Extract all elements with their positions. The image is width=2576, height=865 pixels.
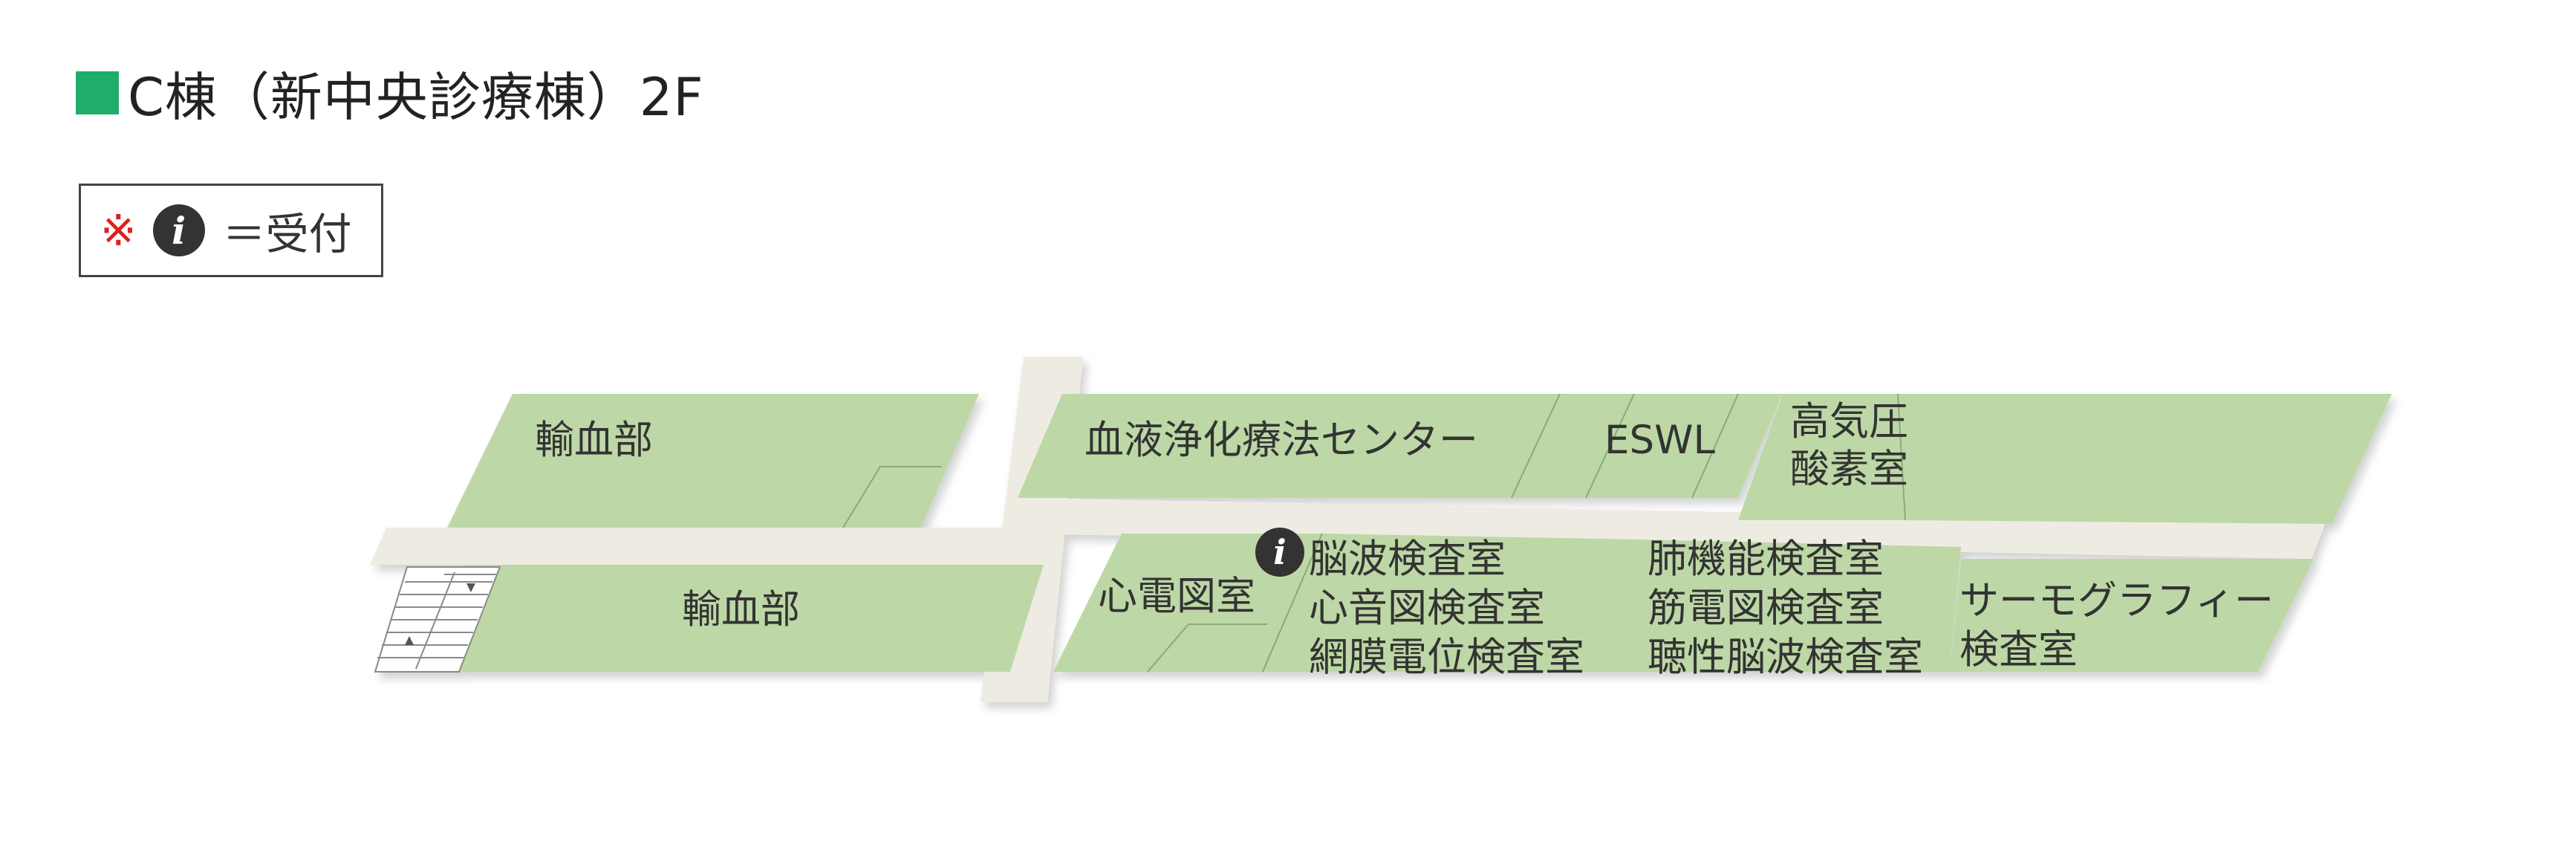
divider-transfusion-annex	[842, 466, 942, 528]
reception-info-icon[interactable]: i	[1255, 528, 1304, 577]
divider-hyperbaric-end	[1897, 393, 1906, 521]
divider-eswl-inner	[1585, 393, 1635, 499]
corridor-horizontal-right	[1022, 498, 2325, 559]
room-upper-right-end[interactable]	[1898, 394, 2392, 524]
page-title: C棟（新中央診療棟）2F	[76, 59, 704, 128]
label-physiology-b-line: 筋電図検査室	[1648, 586, 1884, 631]
room-physiology-b[interactable]	[1619, 540, 1961, 672]
label-ecg: 心電図室	[1098, 574, 1255, 619]
title-square-icon	[76, 71, 119, 114]
room-transfusion-lower[interactable]	[453, 565, 1044, 672]
divider-dialysis-eswl	[1511, 393, 1561, 499]
label-transfusion-lower: 輸血部	[682, 587, 800, 632]
divider-ecg-physiology	[1262, 533, 1323, 673]
room-thermography[interactable]	[1950, 559, 2314, 672]
info-icon: i	[152, 204, 205, 256]
room-eswl[interactable]	[1512, 394, 1783, 498]
label-hyperbaric-line: 高気圧	[1790, 399, 1908, 444]
divider-ecg-inner	[1147, 623, 1267, 673]
label-hyperbaric-line: 酸素室	[1790, 447, 1908, 492]
label-thermography: サーモグラフィー 検査室	[1959, 577, 2274, 675]
legend-mark: ※	[100, 205, 137, 256]
label-physiology-a-line: 心音図検査室	[1309, 586, 1545, 631]
room-dialysis[interactable]	[1018, 394, 1560, 498]
label-physiology-b-line: 聴性脳波検査室	[1648, 635, 1923, 680]
label-physiology-b: 肺機能検査室 筋電図検査室 聴性脳波検査室	[1648, 535, 1923, 682]
label-transfusion-upper: 輸血部	[535, 418, 653, 463]
room-ecg[interactable]	[1053, 534, 1322, 672]
label-physiology-a: 脳波検査室 心音図検査室 網膜電位検査室	[1309, 535, 1584, 682]
label-eswl: ESWL	[1604, 418, 1716, 463]
legend-text: ＝受付	[222, 209, 352, 259]
label-dialysis: 血液浄化療法センター	[1084, 418, 1478, 463]
label-thermography-line: サーモグラフィー	[1959, 578, 2274, 623]
label-thermography-line: 検査室	[1959, 627, 2078, 673]
label-physiology-b-line: 肺機能検査室	[1648, 537, 1884, 582]
label-physiology-a-line: 脳波検査室	[1309, 537, 1506, 582]
room-physiology-a[interactable]	[1263, 534, 1642, 672]
label-hyperbaric: 高気圧 酸素室	[1790, 398, 1908, 493]
room-hyperbaric[interactable]	[1738, 394, 1905, 520]
label-physiology-a-line: 網膜電位検査室	[1309, 635, 1584, 680]
stair-divider	[415, 571, 455, 670]
corridor-horizontal-left	[370, 528, 1032, 565]
divider-eswl-hyperbaric	[1691, 393, 1739, 499]
legend: ※ i ＝受付	[79, 184, 383, 277]
room-transfusion-upper[interactable]	[447, 394, 979, 528]
stair-arrow-up	[466, 583, 475, 592]
page-title-text: C棟（新中央診療棟）2F	[128, 66, 704, 128]
stair-arrow-down	[405, 636, 414, 645]
